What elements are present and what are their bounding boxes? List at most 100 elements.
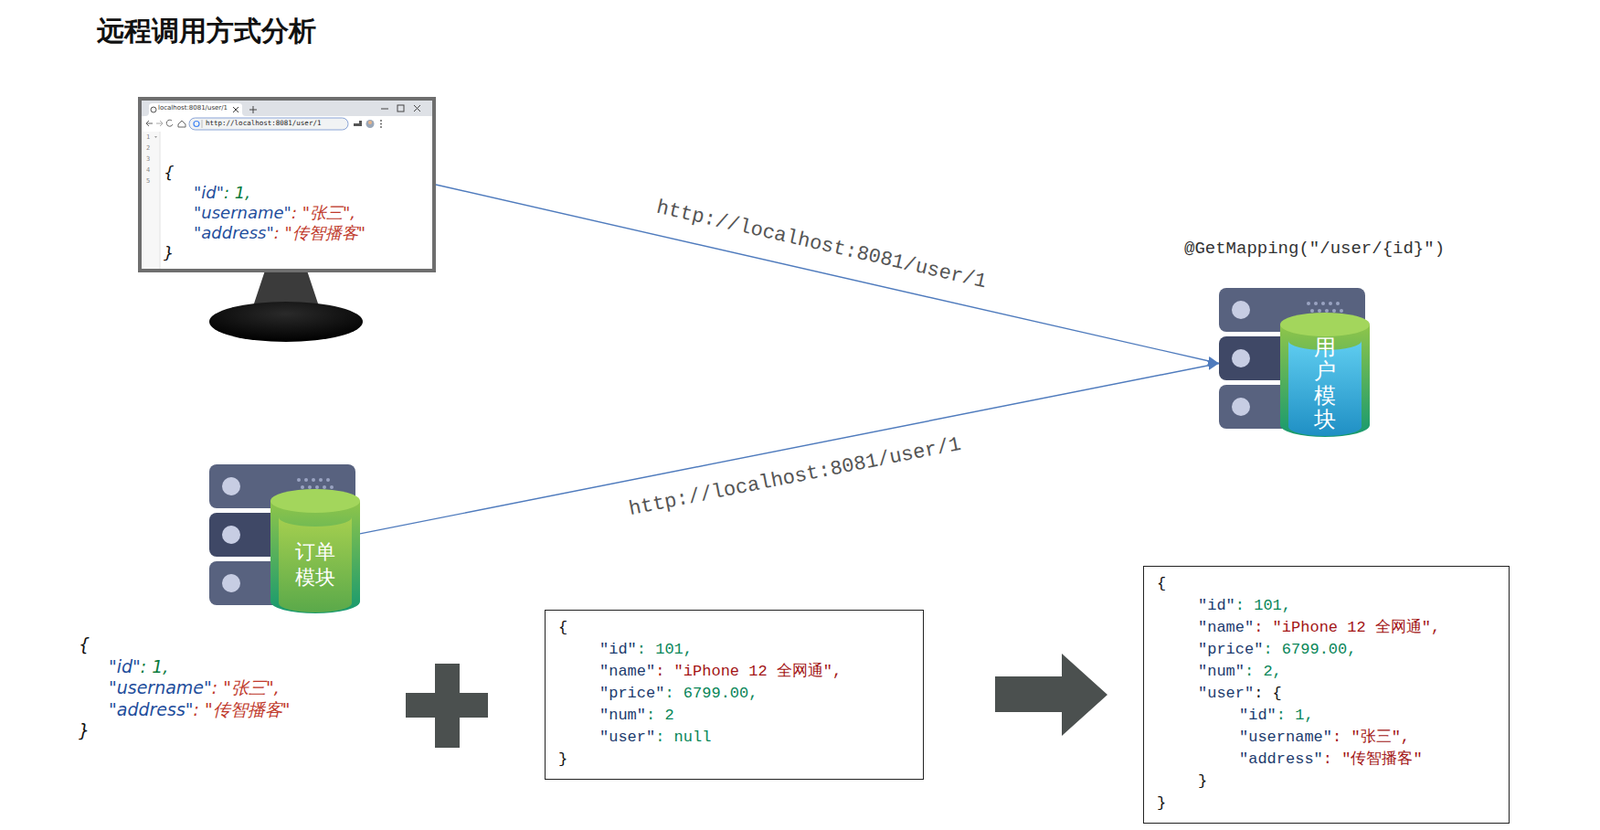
json-string: : "iPhone 12 全网通", <box>655 662 842 680</box>
json-brace: } <box>78 720 90 741</box>
json-string: : "传智播客" <box>193 699 291 720</box>
json-key: "num" <box>599 706 647 724</box>
code-line: { <box>163 162 366 183</box>
plus-sign <box>405 663 488 748</box>
code-block: {"id": 1,"username": "张三","address": "传智… <box>163 162 366 264</box>
json-key: "price" <box>1197 640 1263 658</box>
code-line: "address": "传智播客" <box>78 699 290 721</box>
code-line: "num": 2, <box>1156 660 1441 683</box>
code-line: } <box>558 748 842 771</box>
code-line: { <box>1156 572 1441 595</box>
code-line: } <box>1156 770 1441 793</box>
json-string: : "传智播客" <box>1323 750 1423 768</box>
json-value: : 2 <box>646 706 675 724</box>
json-brace: } <box>558 750 568 768</box>
json-brace: { <box>1156 574 1166 593</box>
json-key: "id" <box>1239 706 1277 724</box>
code-line: "price": 6799.00, <box>558 682 842 705</box>
json-value: : 2, <box>1244 662 1283 680</box>
code-line: "username": "张三", <box>163 202 366 223</box>
line-number: 4 <box>146 166 150 174</box>
server-icon <box>209 464 361 615</box>
json-key: "user" <box>1197 684 1254 702</box>
json-key: "price" <box>599 684 665 702</box>
json-key: "address" <box>193 222 275 243</box>
json-box: {"id": 101,"name": "iPhone 12 全网通","pric… <box>1143 565 1510 824</box>
module-name: 用户模块 <box>1313 335 1336 433</box>
code-line: "price": 6799.00, <box>1156 638 1441 661</box>
json-key: "address" <box>108 699 194 720</box>
json-value: : 101, <box>636 640 693 658</box>
code-block: {"id": 101,"name": "iPhone 12 全网通","pric… <box>558 616 842 771</box>
json-value: : 6799.00, <box>664 684 758 702</box>
json-box: {"id": 101,"name": "iPhone 12 全网通","pric… <box>544 609 924 780</box>
json-brace: } <box>1156 794 1166 812</box>
line-number: 2 <box>146 144 150 152</box>
json-key: "num" <box>1197 662 1245 680</box>
edge-label: http://localhost:8081/user/1 <box>654 195 989 294</box>
code-line: "id": 101, <box>558 638 842 661</box>
server-icon <box>1218 287 1370 439</box>
code-line: "name": "iPhone 12 全网通", <box>1156 616 1441 639</box>
monitor-base <box>209 301 363 342</box>
code-line: } <box>163 243 366 264</box>
code-line: "num": 2 <box>558 704 842 727</box>
line-number: 1 <box>146 133 150 141</box>
json-value: : null <box>655 728 711 746</box>
title: 远程调用方式分析 <box>96 12 317 51</box>
json-brace: { <box>558 618 568 636</box>
code-line: { <box>558 616 842 639</box>
json-key: "address" <box>1239 750 1324 768</box>
json-value: : 1, <box>223 182 251 202</box>
json-key: "user" <box>599 728 656 746</box>
code-block: {"id": 101,"name": "iPhone 12 全网通","pric… <box>1156 572 1441 815</box>
json-brace: { <box>163 162 174 182</box>
module-name: 订单 模块 <box>290 539 340 591</box>
json-key: "name" <box>599 662 656 680</box>
code-line: { <box>78 634 290 657</box>
json-brace: { <box>78 634 90 655</box>
json-key: "username" <box>1239 728 1333 746</box>
json-string: : "张三", <box>211 677 280 698</box>
json-string: : "张三", <box>291 202 356 223</box>
request-arrow <box>360 363 1219 534</box>
json-key: "id" <box>193 182 224 202</box>
code-line: "user": null <box>558 726 842 749</box>
code-line: "id": 101, <box>1156 594 1441 617</box>
code-line: "user": { <box>1156 682 1441 705</box>
line-number: 5 <box>146 177 150 185</box>
code-line: "id": 1, <box>163 182 366 203</box>
json-string: : "传智播客" <box>274 222 366 243</box>
json-brace: } <box>1197 772 1208 790</box>
result-arrow <box>995 653 1108 736</box>
code-block: {"id": 1,"username": "张三","address": "传智… <box>78 634 290 742</box>
json-key: "id" <box>1197 596 1236 615</box>
json-value: : 1, <box>1276 706 1314 724</box>
code-line: "id": 1, <box>1156 704 1441 727</box>
tab-title: localhost:8081/user/1 <box>158 104 228 112</box>
code-line: } <box>1156 792 1441 815</box>
order-service: 订单 模块 <box>209 464 361 615</box>
endpoint-mapping: @GetMapping("/user/{id}") <box>1184 238 1445 259</box>
address-bar-url: http://localhost:8081/user/1 <box>205 118 321 128</box>
json-string: : "iPhone 12 全网通", <box>1253 618 1441 636</box>
code-line: } <box>78 720 290 742</box>
json-key: "id" <box>108 656 141 677</box>
json-key: "username" <box>108 677 212 698</box>
json-value: : 1, <box>140 656 170 677</box>
json-value: : 101, <box>1235 596 1292 615</box>
code-line: "username": "张三", <box>78 677 290 700</box>
browser-monitor: localhost:8081/user/1 http://localhost:80… <box>137 96 436 273</box>
json-string: : "张三", <box>1332 728 1410 746</box>
code-line: "id": 1, <box>78 656 290 679</box>
code-line: "address": "传智播客" <box>1156 748 1441 771</box>
json-key: "username" <box>193 202 292 223</box>
json-brace: } <box>163 243 174 263</box>
code-line: "username": "张三", <box>1156 726 1441 749</box>
json-key: "name" <box>1197 618 1254 636</box>
user-service: @GetMapping("/user/{id}")用户模块 <box>1218 287 1370 439</box>
json-key: "id" <box>599 640 637 658</box>
line-number: 3 <box>146 155 150 163</box>
code-line: "name": "iPhone 12 全网通", <box>558 660 842 683</box>
